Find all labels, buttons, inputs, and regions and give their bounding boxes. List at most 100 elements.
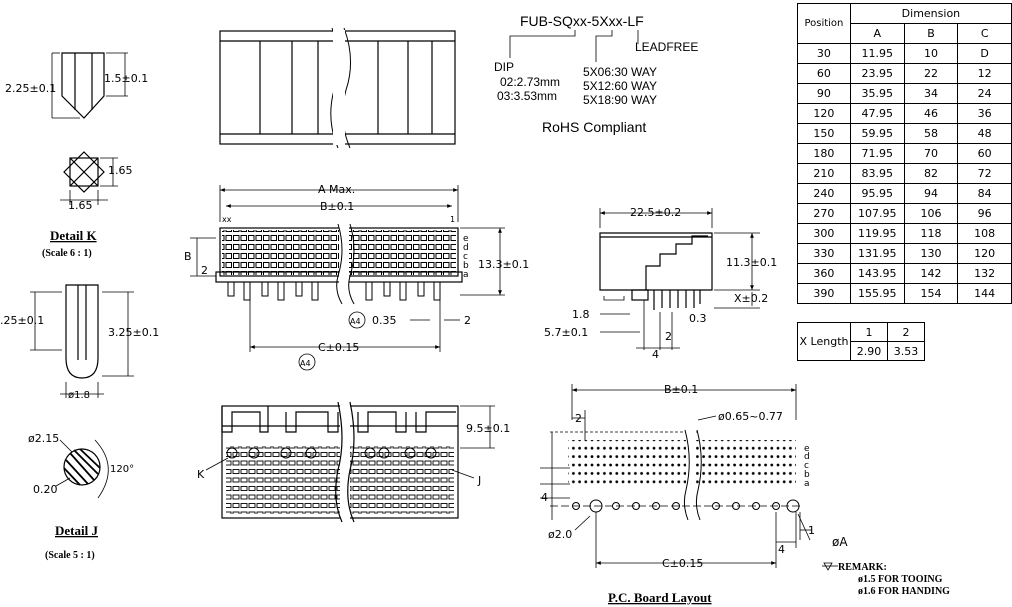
detail-j-gap-dim: 0.20 — [33, 483, 58, 496]
pcb-dim-4: 4 — [541, 491, 548, 504]
table-cell: 12 — [957, 63, 1012, 84]
header-dimension: Dimension — [849, 3, 1012, 24]
front-row-a: a — [463, 270, 469, 280]
front-row-e: e — [463, 234, 469, 244]
pin-side-right-dim: 3.25±0.1 — [108, 326, 159, 339]
pcb-row-c: c — [804, 461, 809, 471]
side-dim-4: 4 — [652, 348, 659, 361]
side-view-drawing — [599, 208, 760, 350]
x-length-value-1: 2.90 — [850, 341, 888, 361]
pcb-dim-4b: 4 — [778, 543, 785, 556]
table-cell: 84 — [957, 183, 1012, 204]
table-cell: 35.95 — [849, 83, 905, 104]
table-cell: D — [957, 43, 1012, 64]
table-cell: 155.95 — [849, 283, 905, 304]
bottom-label-k: K — [197, 468, 205, 481]
side-dim-height: 11.3±0.1 — [726, 256, 777, 269]
table-cell: 144 — [957, 283, 1012, 304]
table-cell: 24 — [957, 83, 1012, 104]
table-cell: 107.95 — [849, 203, 905, 224]
table-cell: 142 — [903, 263, 959, 284]
detail-j-title: Detail J — [55, 523, 98, 538]
front-dim-c: C±0.15 — [318, 341, 359, 354]
side-dim-03: 0.3 — [689, 312, 707, 325]
pin-side-left-dim: .25±0.1 — [0, 314, 44, 327]
table-cell: 60 — [797, 63, 851, 84]
table-cell: 34 — [903, 83, 959, 104]
table-cell: 210 — [797, 163, 851, 184]
x-length-value-2: 3.53 — [887, 341, 925, 361]
front-row-c: c — [463, 252, 468, 262]
x-length-col-1: 1 — [850, 322, 888, 342]
pcb-dim-2: 2 — [575, 412, 582, 425]
pcb-dim-b: B±0.1 — [664, 383, 698, 396]
bottom-label-j: J — [477, 474, 481, 487]
table-cell: 130 — [903, 243, 959, 264]
header-col-b: B — [903, 23, 959, 44]
detail-j-angle-dim: 120° — [110, 464, 134, 475]
detail-k-drawing — [51, 52, 128, 205]
table-cell: 390 — [797, 283, 851, 304]
dip-option-1: 02:2.73mm — [500, 75, 560, 89]
detail-k-title: Detail K — [50, 228, 97, 243]
bottom-view-drawing — [205, 401, 495, 523]
front-label-b: B — [184, 250, 192, 263]
table-cell: 46 — [903, 103, 959, 124]
front-label-2: 2 — [201, 264, 208, 277]
side-dim-width: 22.5±0.2 — [630, 206, 681, 219]
table-cell: 83.95 — [849, 163, 905, 184]
pcb-dim-1: 1 — [808, 524, 815, 537]
table-cell: 270 — [797, 203, 851, 224]
rohs-label: RoHS Compliant — [542, 119, 646, 135]
pcb-dim-hole: ø0.65~0.77 — [718, 410, 783, 423]
detail-j-drawing — [55, 439, 109, 499]
table-cell: 300 — [797, 223, 851, 244]
x-length-col-2: 2 — [887, 322, 925, 342]
table-cell: 120 — [797, 103, 851, 124]
pcb-row-b: b — [804, 470, 810, 480]
table-cell: 30 — [797, 43, 851, 64]
front-note-a4-1: A4 — [350, 317, 361, 326]
table-cell: 119.95 — [849, 223, 905, 244]
table-cell: 10 — [903, 43, 959, 64]
detail-k-scale: (Scale 6 : 1) — [42, 248, 92, 259]
detail-k-square-width-dim: 1.65 — [68, 199, 93, 212]
front-dim-a: A Max. — [318, 183, 355, 196]
table-cell: 22 — [903, 63, 959, 84]
way-option-1: 5X06:30 WAY — [583, 65, 657, 79]
table-cell: 154 — [903, 283, 959, 304]
way-option-2: 5X12:60 WAY — [583, 79, 657, 93]
pcb-row-a: a — [804, 479, 810, 489]
front-dim-035: 0.35 — [372, 314, 397, 327]
part-number-code: FUB-SQxx-5Xxx-LF — [520, 13, 644, 29]
part-number-leaders — [509, 30, 639, 62]
table-cell: 23.95 — [849, 63, 905, 84]
table-cell: 60 — [957, 143, 1012, 164]
leadfree-label: LEADFREE — [635, 40, 698, 54]
dimension-table-header: Position Dimension — [797, 3, 1012, 44]
detail-j-scale: (Scale 5 : 1) — [45, 550, 95, 561]
header-col-a: A — [849, 23, 905, 44]
pcb-dim-c: C±0.15 — [662, 557, 703, 570]
front-dim-b: B±0.1 — [320, 200, 354, 213]
table-cell: 58 — [903, 123, 959, 144]
table-cell: 70 — [903, 143, 959, 164]
side-dim-57: 5.7±0.1 — [544, 326, 588, 339]
table-cell: 11.95 — [849, 43, 905, 64]
front-label-xx: xx — [222, 215, 232, 224]
pcb-row-d: d — [804, 452, 810, 462]
x-length-table: X Length 1 2 2.90 3.53 — [797, 322, 925, 361]
pcb-dim-phi2: ø2.0 — [548, 528, 572, 541]
pcb-row-e: e — [804, 444, 810, 454]
